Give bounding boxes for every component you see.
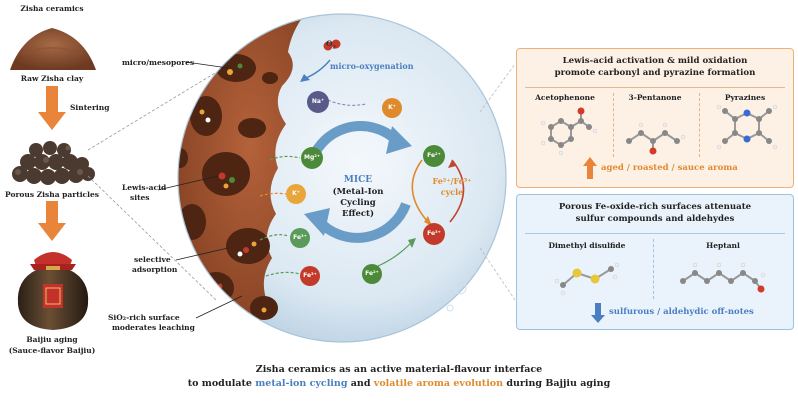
fe-panel-title-2: sulfur compounds and aldehydes xyxy=(575,214,735,224)
offnote-effect-label: sulfurous / aldehydic off-notes xyxy=(609,307,754,317)
lewis-acid-panel: Lewis-acid activation & mild oxidation p… xyxy=(516,48,794,188)
sio2-callout-2: moderates leaching xyxy=(112,323,195,332)
ion-k-top: K⁺ xyxy=(388,104,396,111)
acetophenone-label: Acetophenone xyxy=(535,93,595,102)
selective-callout-1: selective xyxy=(134,255,171,264)
caption-line-1: Zisha ceramics as an active material-fla… xyxy=(255,364,543,375)
porous-particles-pile xyxy=(12,141,95,185)
disulfide-label: Dimethyl disulfide xyxy=(548,241,626,250)
baijiu-jar xyxy=(17,252,89,330)
ion-na: Na⁺ xyxy=(311,98,325,105)
baijiu-aging-label: Baijiu aging xyxy=(26,335,78,344)
acetophenone-molecule xyxy=(540,107,597,156)
ion-k-left: K⁺ xyxy=(292,190,300,197)
selective-callout-2: adsorption xyxy=(132,265,178,274)
ion-mg: Mg²⁺ xyxy=(303,154,321,161)
sintering-label: Sintering xyxy=(70,103,110,112)
lewis-callout-2: sites xyxy=(130,193,150,202)
ion-fe-right-bottom: Fe³⁺ xyxy=(427,230,441,237)
sintering-arrow xyxy=(38,86,66,130)
aging-arrow xyxy=(38,201,66,241)
pentanone-molecule xyxy=(626,122,686,155)
pores-callout: micro/mesopores xyxy=(122,58,195,67)
pyrazine-molecule xyxy=(716,105,778,150)
micro-oxygenation-label: micro-oxygenation xyxy=(330,61,414,71)
caption-line-2: to modulate metal-ion cycling and volati… xyxy=(187,378,611,389)
disulfide-molecule xyxy=(555,262,620,296)
aroma-effect-label: aged / roasted / sauce aroma xyxy=(601,163,738,173)
ion-fe-bottom: Fe²⁺ xyxy=(365,270,379,277)
aroma-up-arrow xyxy=(583,157,597,179)
offnote-down-arrow xyxy=(591,303,605,323)
zisha-ceramics-label: Zisha ceramics xyxy=(20,4,84,13)
ion-fe-right-top: Fe²⁺ xyxy=(427,152,441,159)
fe-panel-title-1: Porous Fe-oxide-rich surfaces attenuate xyxy=(558,202,752,212)
pyrazines-label: Pyrazines xyxy=(724,93,766,102)
lewis-panel-title-1: Lewis-acid activation & mild oxidation xyxy=(562,56,748,66)
raw-clay-label: Raw Zisha clay xyxy=(20,74,84,83)
lewis-panel-divider xyxy=(525,87,785,88)
fe-panel-divider xyxy=(525,233,785,234)
mice-definition: (Metal-Ion Cycling Effect) xyxy=(332,187,384,219)
sio2-callout-1: SiO₂-rich surface xyxy=(108,313,180,322)
mice-label: MICE xyxy=(343,175,373,185)
heptanal-label: Heptanl xyxy=(706,241,740,250)
fe-cycle-label: Fe²⁺/Fe³⁺ cycle xyxy=(432,176,472,197)
pentanone-label: 3-Pentanone xyxy=(628,93,682,102)
raw-clay-pile xyxy=(10,28,96,70)
lewis-panel-title-2: promote carbonyl and pyrazine formation xyxy=(554,68,756,78)
o2-label: O2 xyxy=(326,39,337,51)
central-sphere xyxy=(177,13,507,343)
baijiu-sub-label: (Sauce-flavor Baijiu) xyxy=(8,346,96,355)
heptanal-molecule xyxy=(680,262,766,293)
ion-fe-bottom-left: Fe³⁺ xyxy=(303,272,317,279)
fe-oxide-panel: Porous Fe-oxide-rich surfaces attenuate … xyxy=(516,194,794,330)
lewis-callout-1: Lewis-acid xyxy=(122,183,167,192)
porous-particles-label: Porous Zisha particles xyxy=(5,190,99,199)
ion-fe-left: Fe³⁺ xyxy=(293,234,307,241)
